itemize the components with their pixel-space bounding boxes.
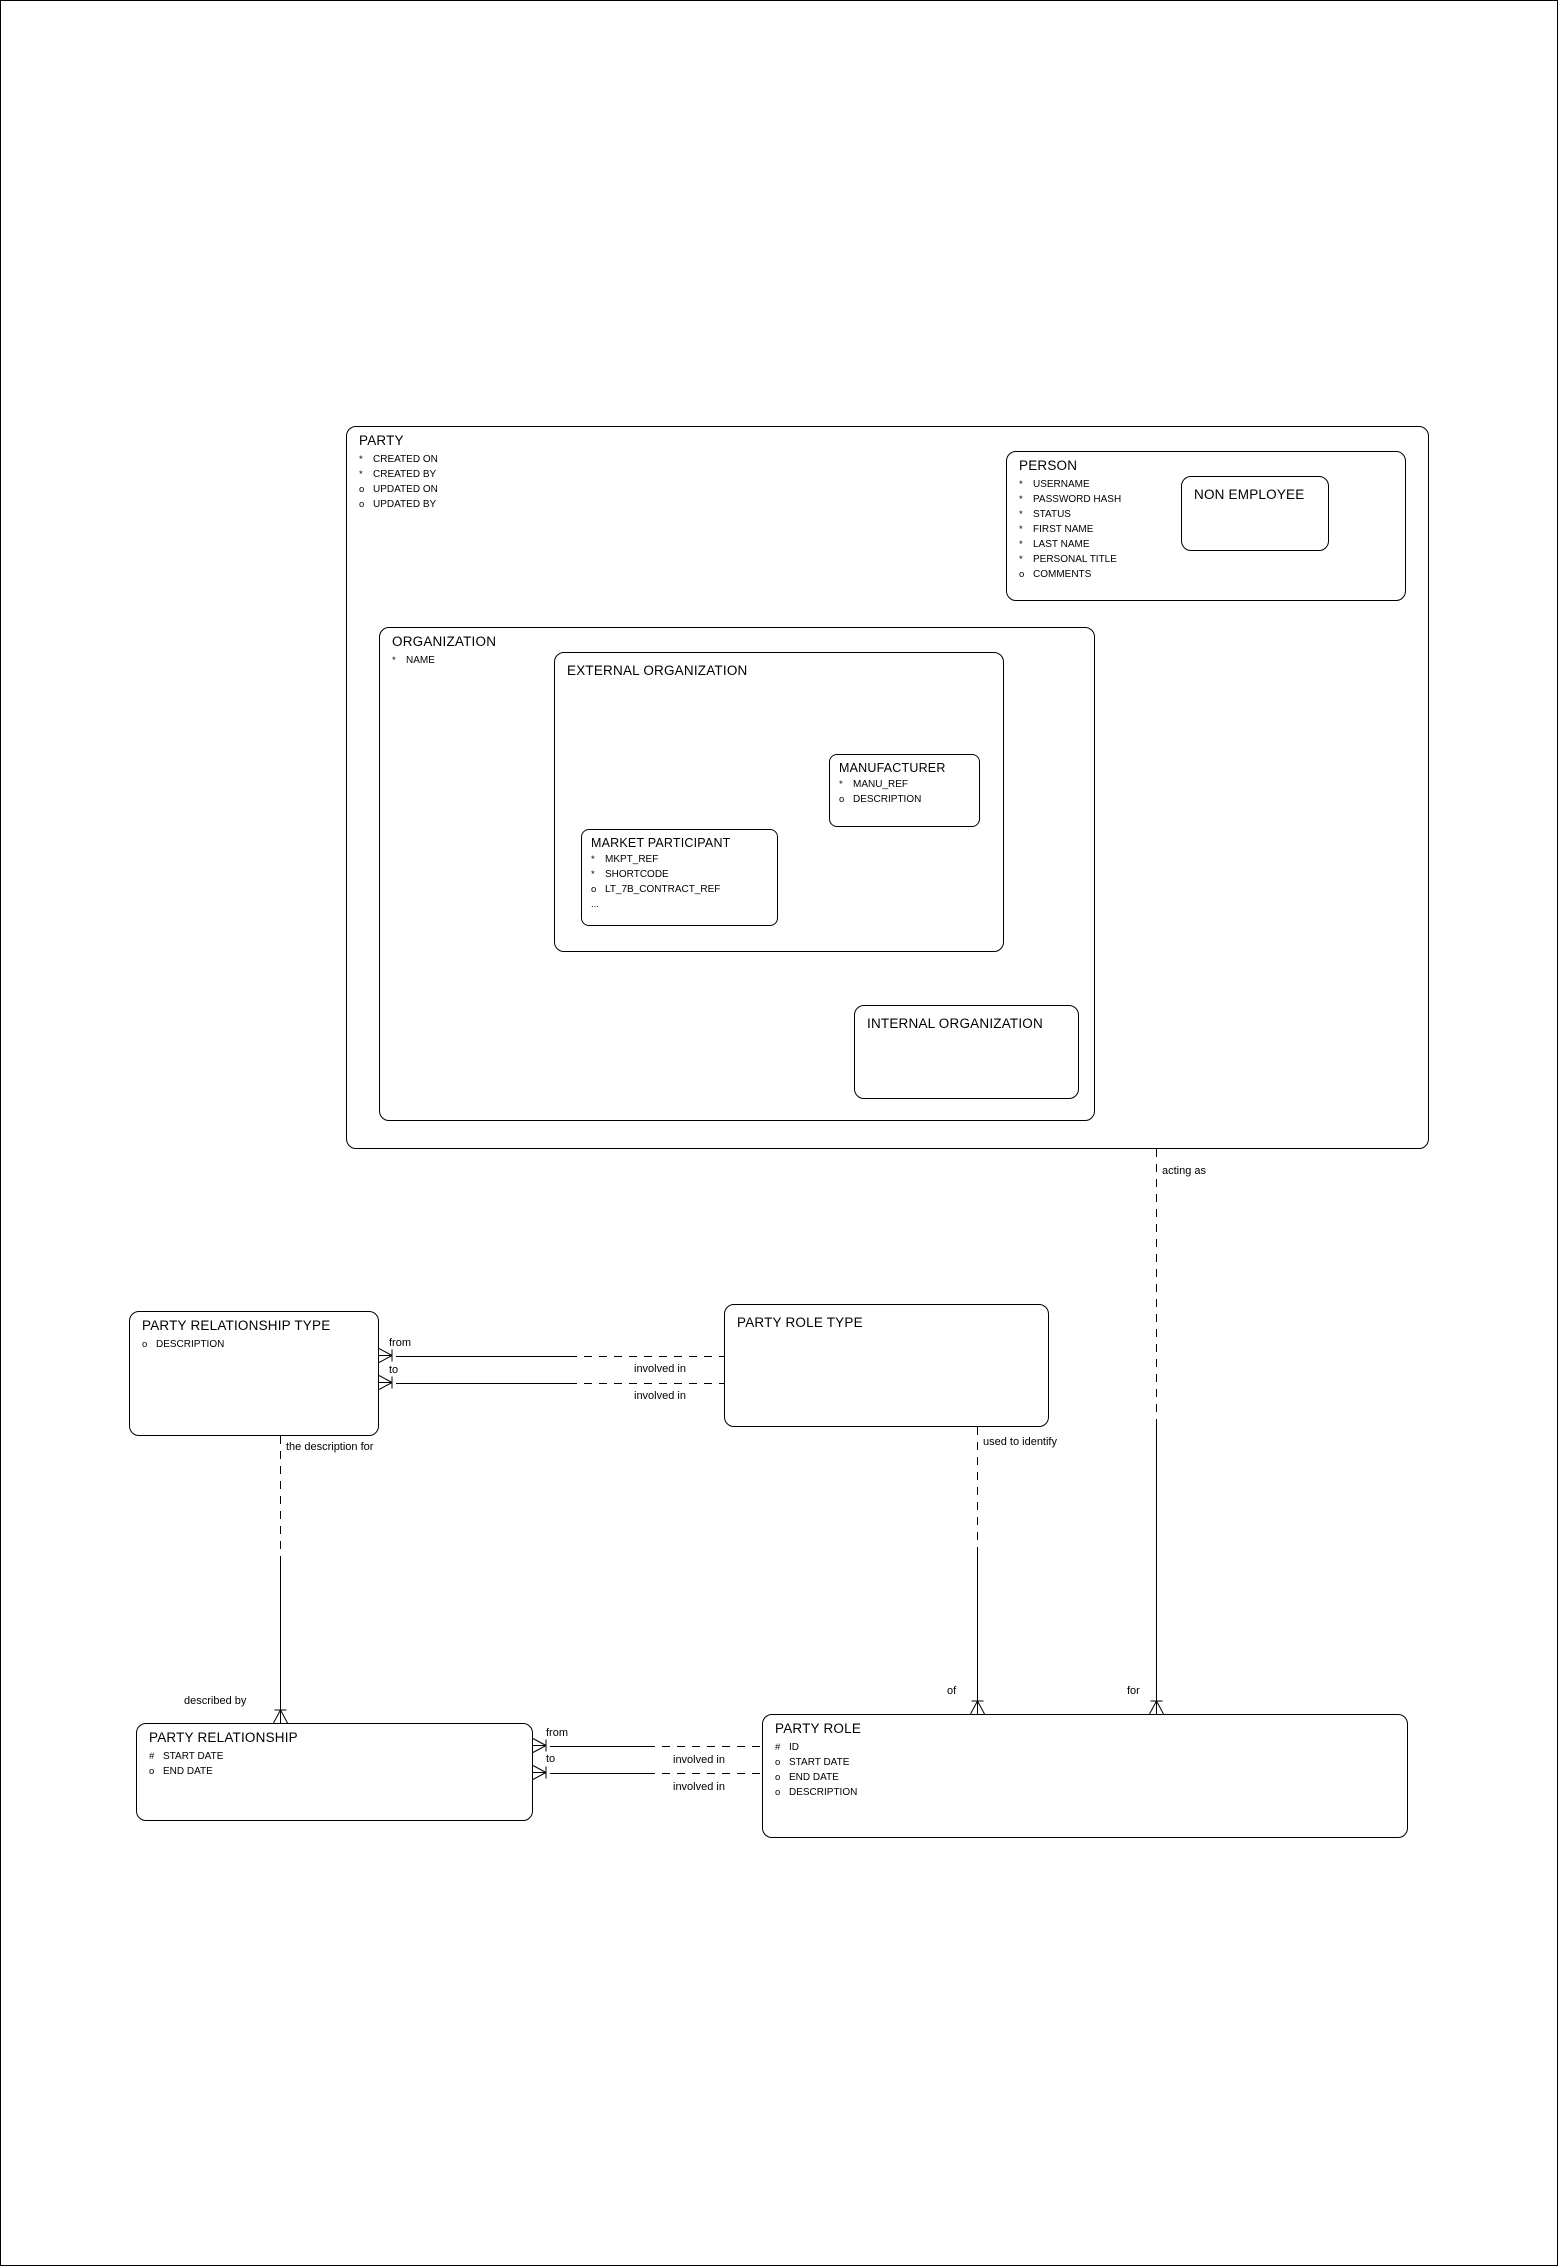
relationship-line-type-to-optional[interactable] <box>569 1383 724 1384</box>
relationship-label-type-involved-in-1: involved in <box>634 1363 686 1375</box>
relationship-label-type-to: to <box>389 1364 399 1376</box>
entity-attribute: *PASSWORD HASH <box>1019 494 1122 505</box>
relationship-line-role-from-optional[interactable] <box>647 1746 762 1747</box>
entity-attribute: ... <box>591 899 599 910</box>
crows-foot-icon <box>970 1697 985 1714</box>
crows-foot-icon <box>273 1706 288 1723</box>
entity-non-employee[interactable]: NON EMPLOYEE <box>1181 476 1329 551</box>
crows-foot-icon <box>379 1348 396 1363</box>
relationship-label-the-description-for: the description for <box>286 1441 374 1453</box>
relationship-label-role-involved-in-2: involved in <box>673 1781 725 1793</box>
entity-attribute: *PERSONAL TITLE <box>1019 554 1117 565</box>
relationship-label-role-to: to <box>546 1753 556 1765</box>
entity-attribute: *CREATED BY <box>359 469 437 480</box>
relationship-label-described-by: described by <box>184 1695 247 1707</box>
entity-attribute: *MANU_REF <box>839 779 909 790</box>
entity-attribute: *LAST NAME <box>1019 539 1090 550</box>
entity-title: EXTERNAL ORGANIZATION <box>567 663 748 678</box>
entity-title: PERSON <box>1019 458 1078 473</box>
relationship-label-for: for <box>1127 1685 1140 1697</box>
entity-attribute: *USERNAME <box>1019 479 1090 490</box>
relationship-line-acting-as-mandatory[interactable] <box>1156 1426 1157 1714</box>
relationship-line-description-for-mandatory[interactable] <box>280 1561 281 1723</box>
relationship-label-role-involved-in-1: involved in <box>673 1754 725 1766</box>
entity-title: PARTY ROLE <box>775 1721 862 1736</box>
relationship-line-type-to-mandatory[interactable] <box>396 1383 569 1384</box>
relationship-label-of: of <box>947 1685 957 1697</box>
relationship-line-role-from-mandatory[interactable] <box>550 1746 647 1747</box>
relationship-label-type-involved-in-2: involved in <box>634 1390 686 1402</box>
entity-attribute: *STATUS <box>1019 509 1071 520</box>
relationship-line-used-to-identify-optional[interactable] <box>977 1427 978 1554</box>
entity-market-participant[interactable]: MARKET PARTICIPANT *MKPT_REF *SHORTCODE … <box>581 829 778 926</box>
crows-foot-icon <box>533 1738 550 1753</box>
relationship-line-type-from-mandatory[interactable] <box>396 1356 569 1357</box>
entity-title: PARTY RELATIONSHIP TYPE <box>142 1318 331 1333</box>
entity-attribute: *FIRST NAME <box>1019 524 1094 535</box>
relationship-line-type-from-optional[interactable] <box>569 1356 724 1357</box>
entity-attribute: *NAME <box>392 655 435 666</box>
entity-title: PARTY <box>359 433 404 448</box>
entity-party-role-type[interactable]: PARTY ROLE TYPE <box>724 1304 1049 1427</box>
relationship-label-used-to-identify: used to identify <box>983 1436 1057 1448</box>
entity-attribute: *MKPT_REF <box>591 854 659 865</box>
entity-title: ORGANIZATION <box>392 634 497 649</box>
relationship-label-type-from: from <box>389 1337 411 1349</box>
crows-foot-icon <box>379 1375 396 1390</box>
entity-title: NON EMPLOYEE <box>1194 487 1305 502</box>
entity-title: MARKET PARTICIPANT <box>591 836 731 850</box>
relationship-line-description-for-optional[interactable] <box>280 1436 281 1561</box>
entity-title: INTERNAL ORGANIZATION <box>867 1016 1043 1031</box>
entity-title: PARTY RELATIONSHIP <box>149 1730 298 1745</box>
entity-title: PARTY ROLE TYPE <box>737 1315 863 1330</box>
entity-attribute: *SHORTCODE <box>591 869 669 880</box>
entity-title: MANUFACTURER <box>839 761 946 775</box>
relationship-line-role-to-optional[interactable] <box>647 1773 762 1774</box>
crows-foot-icon <box>1149 1697 1164 1714</box>
relationship-label-acting-as: acting as <box>1162 1165 1207 1177</box>
entity-attribute: #ID <box>775 1742 799 1753</box>
crows-foot-icon <box>533 1765 550 1780</box>
entity-internal-organization[interactable]: INTERNAL ORGANIZATION <box>854 1005 1079 1099</box>
entity-attribute: *CREATED ON <box>359 454 438 465</box>
relationship-label-role-from: from <box>546 1727 568 1739</box>
relationship-line-role-to-mandatory[interactable] <box>550 1773 647 1774</box>
relationship-line-acting-as-optional[interactable] <box>1156 1149 1157 1426</box>
entity-attribute: #START DATE <box>149 1751 224 1762</box>
relationship-line-used-to-identify-mandatory[interactable] <box>977 1554 978 1714</box>
